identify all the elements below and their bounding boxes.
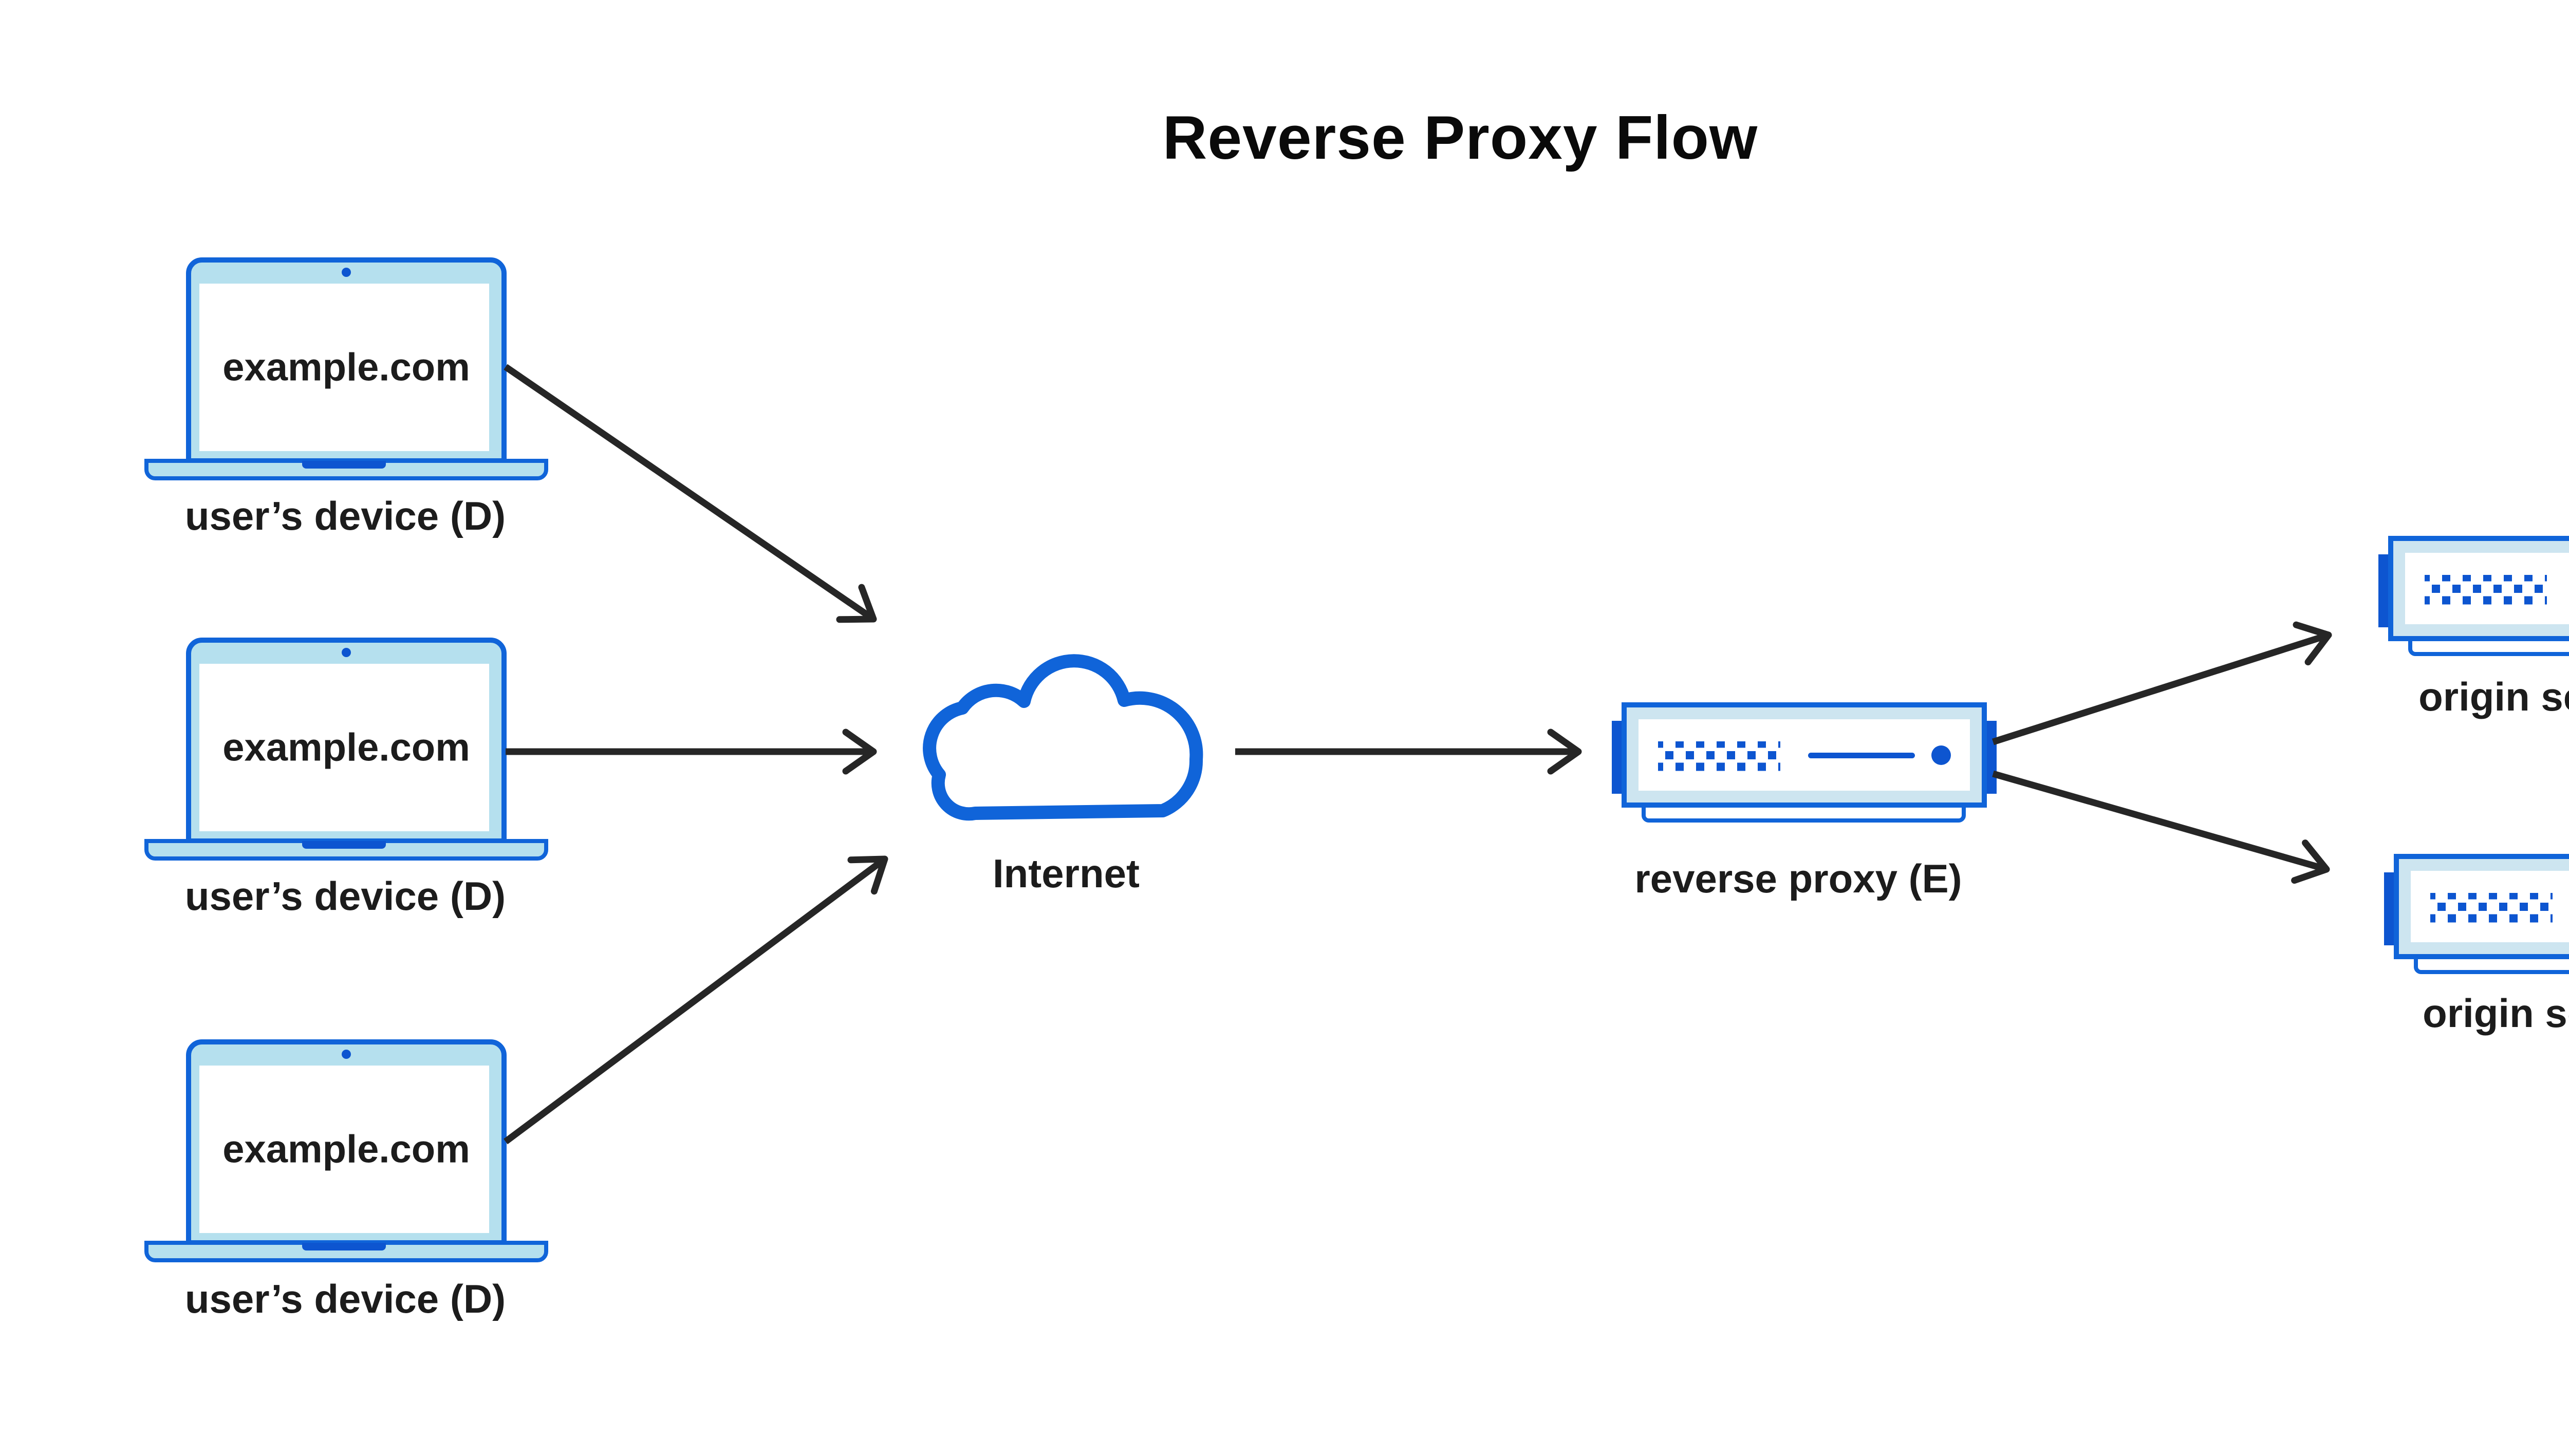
flow-arrow-device1-internet	[504, 364, 877, 623]
origin-server-icon	[2378, 538, 2569, 654]
flow-arrow-proxy-origin2	[1992, 770, 2330, 884]
page-title: Reverse Proxy Flow	[1163, 103, 1758, 172]
internet-cloud-icon	[923, 654, 1203, 821]
internet-label: Internet	[993, 851, 1140, 896]
flow-arrow-device3-internet	[504, 855, 888, 1145]
device-label: user’s device (D)	[185, 873, 506, 919]
origin-server-icon	[2384, 856, 2569, 972]
reverse-proxy-icon	[1612, 705, 1997, 820]
device-screen-url: example.com	[222, 1128, 470, 1171]
flow-arrow-proxy-origin1	[1992, 621, 2332, 745]
origin-server-label: origin server (F)	[2423, 991, 2569, 1036]
device-label: user’s device (D)	[185, 1276, 506, 1321]
device-screen-url: example.com	[222, 346, 470, 389]
device-screen-url: example.com	[222, 726, 470, 770]
device-label: user’s device (D)	[185, 493, 506, 538]
reverse-proxy-label: reverse proxy (E)	[1634, 856, 1962, 901]
origin-server-label: origin server (F)	[2418, 674, 2569, 719]
